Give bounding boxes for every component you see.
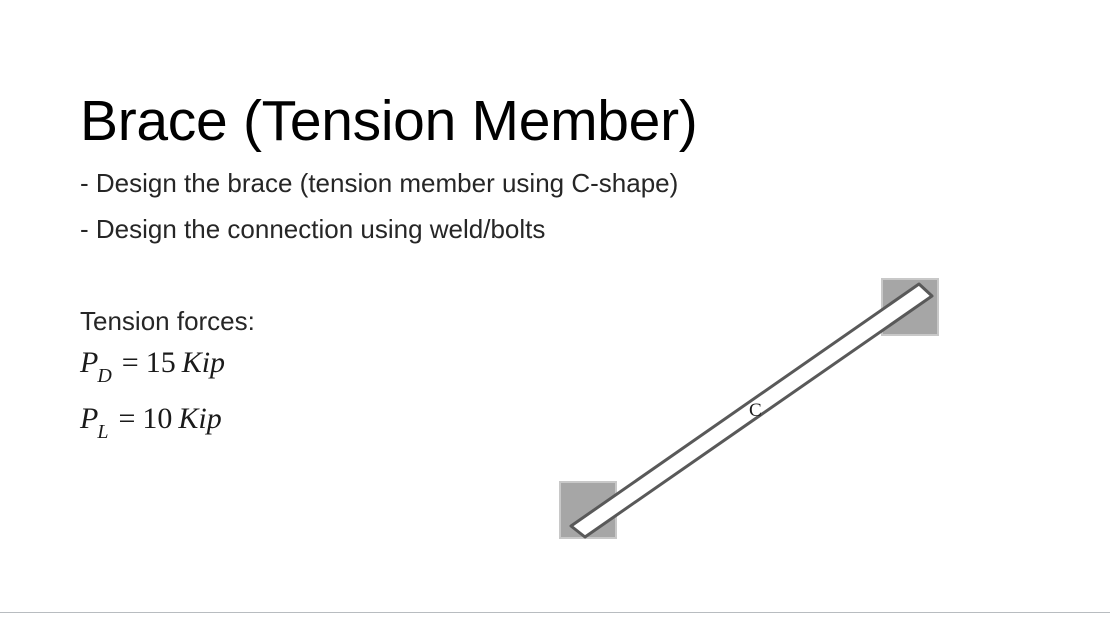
brace-member (569, 282, 934, 539)
equation-operator: = (118, 402, 136, 435)
equation-unit: Kip (181, 346, 226, 379)
c-shape-label: C (749, 400, 762, 421)
list-item: - Design the connection using weld/bolts (80, 214, 546, 244)
list-item: - Design the brace (tension member using… (80, 168, 679, 198)
equation-subscript: D (97, 365, 112, 387)
equation-unit: Kip (178, 402, 222, 435)
tension-forces-label: Tension forces: (80, 306, 255, 336)
equation-symbol: P (80, 346, 99, 379)
brace-diagram-svg: C (559, 278, 939, 539)
equation-subscript: L (97, 421, 109, 443)
equation-symbol: P (80, 402, 99, 435)
equation-operator: = (121, 346, 139, 379)
footer-divider (0, 612, 1110, 613)
brace-diagram: C (540, 260, 960, 560)
page-title: Brace (Tension Member) (80, 89, 698, 154)
equation-value: 15 (145, 346, 176, 379)
bullet-list: - Design the brace (tension member using… (80, 160, 840, 252)
equation-value: 10 (142, 402, 173, 435)
